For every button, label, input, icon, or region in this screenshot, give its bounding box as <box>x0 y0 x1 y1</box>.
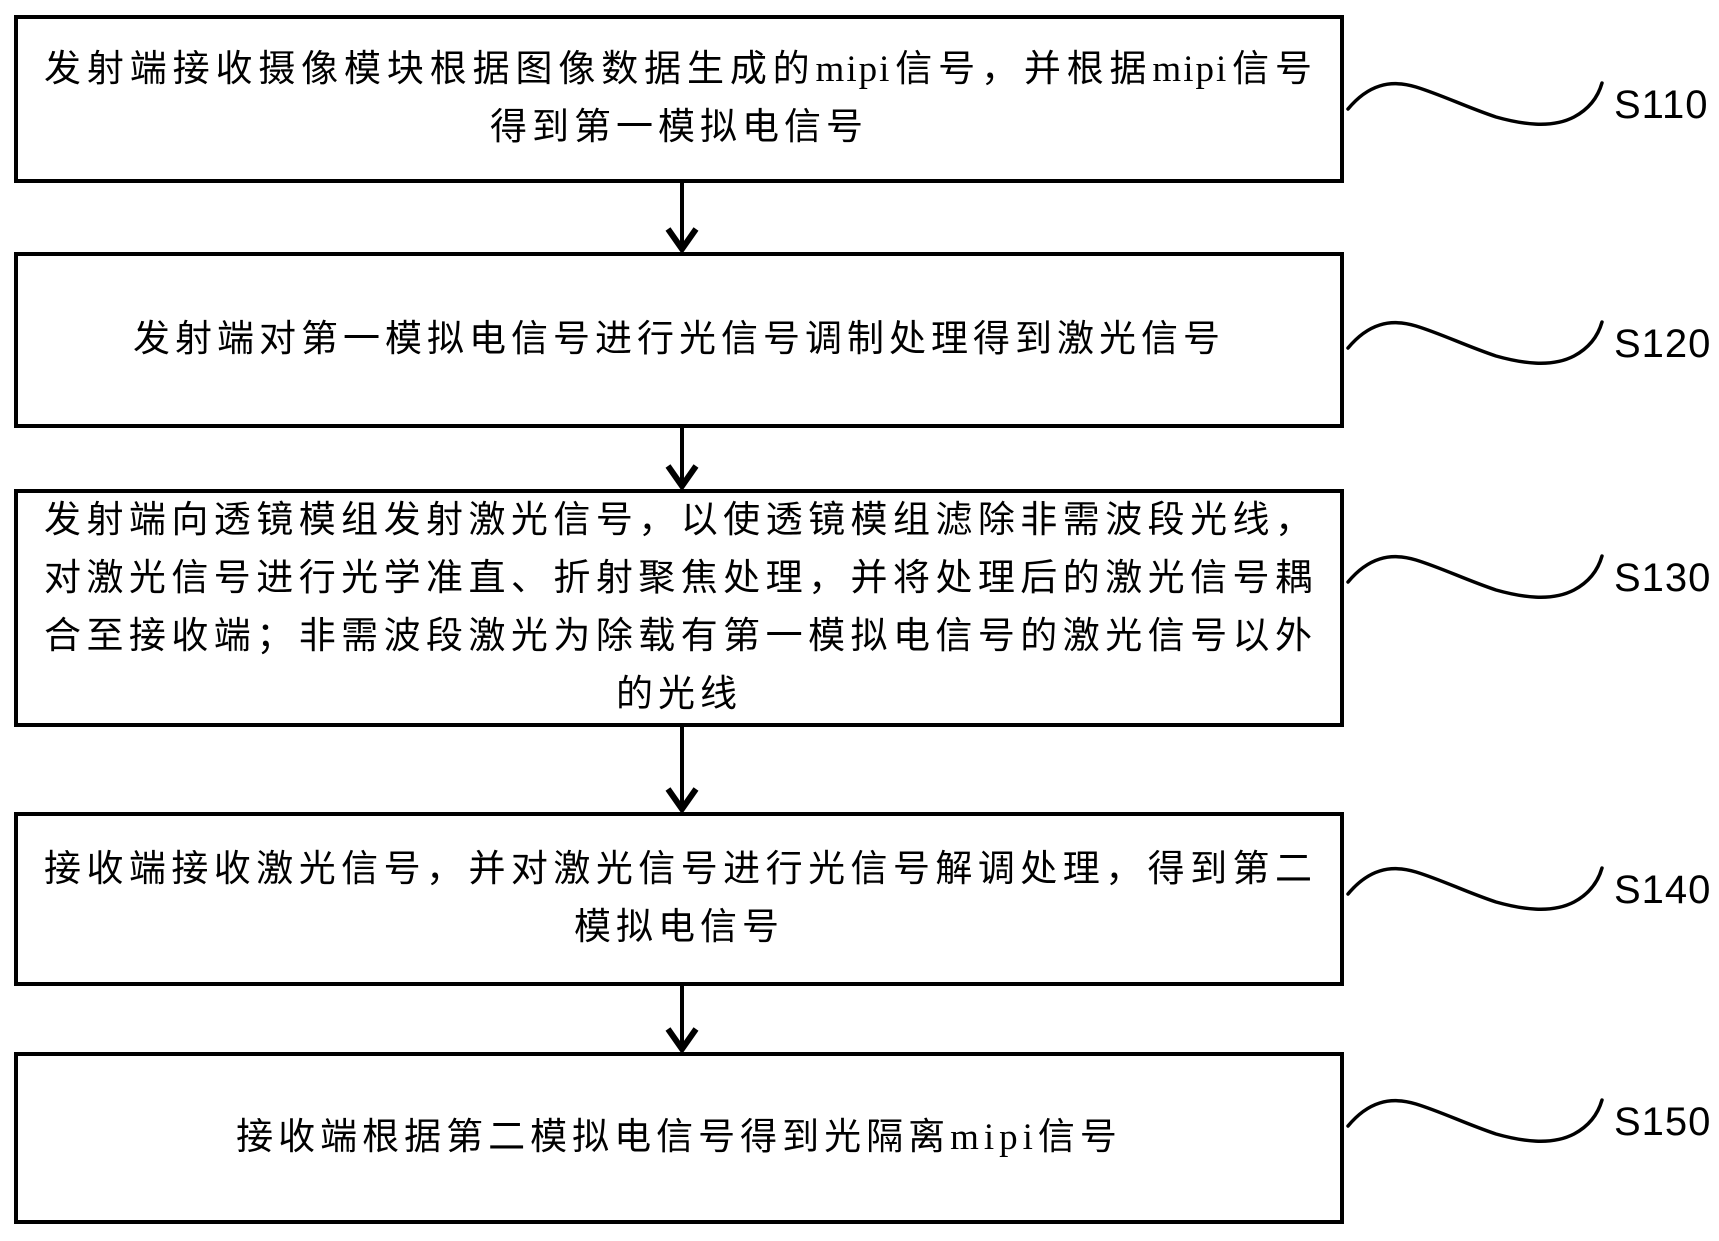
step-text-line: 对激光信号进行光学准直、折射聚焦处理，并将处理后的激光信号耦 <box>44 558 1314 599</box>
step-text-line: 得到第一模拟电信号 <box>490 107 868 148</box>
step-text-line: 的光线 <box>616 674 742 715</box>
step-connector-s150: S150 <box>1346 1090 1711 1154</box>
step-text-line: 发射端对第一模拟电信号进行光信号调制处理得到激光信号 <box>133 319 1225 360</box>
step-box-s150: 接收端根据第二模拟电信号得到光隔离mipi信号 <box>14 1052 1344 1224</box>
down-arrow-icon <box>665 986 699 1052</box>
down-arrow-icon <box>665 727 699 812</box>
step-text-line: 接收端根据第二模拟电信号得到光隔离mipi信号 <box>236 1117 1122 1158</box>
step-connector-s140: S140 <box>1346 858 1711 922</box>
step-connector-s110: S110 <box>1346 73 1708 137</box>
step-label-s140: S140 <box>1614 868 1712 912</box>
down-arrow-icon <box>665 428 699 489</box>
step-box-s120: 发射端对第一模拟电信号进行光信号调制处理得到激光信号 <box>14 252 1344 428</box>
step-box-s130: 发射端向透镜模组发射激光信号，以使透镜模组滤除非需波段光线， 对激光信号进行光学… <box>14 489 1344 727</box>
squiggle-connector-icon <box>1346 320 1604 365</box>
squiggle-connector-icon <box>1346 554 1604 599</box>
step-label-s110: S110 <box>1614 83 1709 127</box>
step-connector-s120: S120 <box>1346 312 1711 376</box>
step-text-line: 接收端接收激光信号，并对激光信号进行光信号解调处理，得到第二 <box>44 849 1314 890</box>
step-text-line: 发射端向透镜模组发射激光信号，以使透镜模组滤除非需波段光线， <box>44 500 1314 541</box>
step-connector-s130: S130 <box>1346 546 1711 610</box>
step-label-s120: S120 <box>1614 322 1712 366</box>
step-label-s150: S150 <box>1614 1100 1712 1144</box>
step-label-s130: S130 <box>1614 556 1712 600</box>
squiggle-connector-icon <box>1346 1098 1604 1143</box>
step-text-line: 模拟电信号 <box>574 907 784 948</box>
step-text-line: 发射端接收摄像模块根据图像数据生成的mipi信号，并根据mipi信号 <box>44 49 1314 90</box>
squiggle-connector-icon <box>1346 866 1604 911</box>
squiggle-connector-icon <box>1346 81 1604 126</box>
step-box-s140: 接收端接收激光信号，并对激光信号进行光信号解调处理，得到第二 模拟电信号 <box>14 812 1344 986</box>
step-box-s110: 发射端接收摄像模块根据图像数据生成的mipi信号，并根据mipi信号 得到第一模… <box>14 15 1344 183</box>
step-text-line: 合至接收端；非需波段激光为除载有第一模拟电信号的激光信号以外 <box>44 616 1314 657</box>
down-arrow-icon <box>665 183 699 252</box>
